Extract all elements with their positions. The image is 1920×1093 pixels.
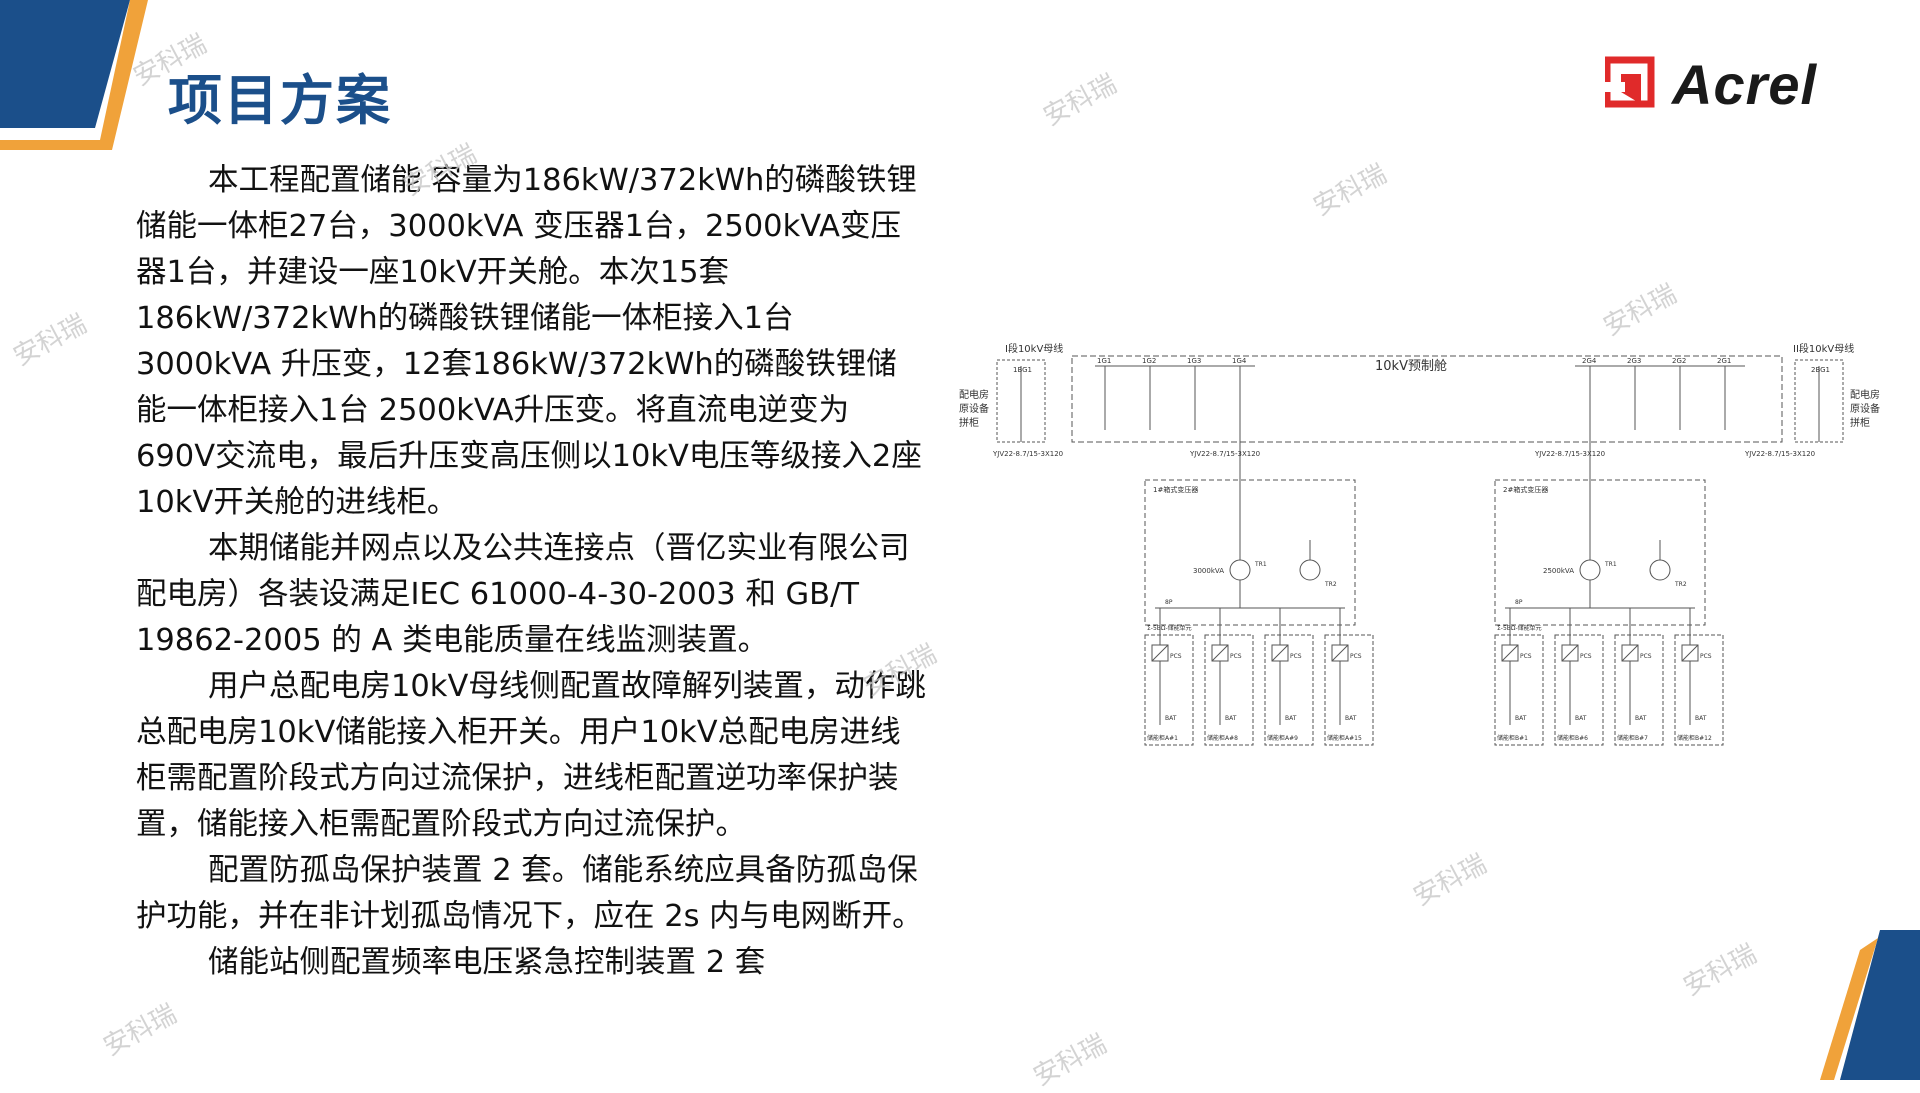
- watermark: 安科瑞: [1028, 1029, 1112, 1093]
- cable-label: YJV22-8.7/15-3X120: [1189, 450, 1260, 458]
- pcs-group-label: 8P: [1515, 599, 1523, 606]
- bat-label: BAT: [1575, 715, 1587, 722]
- transformer-tag: TR1: [1604, 561, 1617, 568]
- pcs-label: PCS: [1170, 653, 1182, 660]
- paragraph-2: 本期储能并网点以及公共连接点（晋亿实业有限公司配电房）各装设满足IEC 6100…: [136, 531, 910, 658]
- watermark: 安科瑞: [1598, 279, 1682, 343]
- cabinet-label: 储能柜B#1: [1497, 734, 1528, 742]
- room-right-line2: 原设备: [1850, 402, 1880, 415]
- cubicle-label: 1G4: [1232, 357, 1247, 365]
- right-panel-id: 2BG1: [1811, 366, 1830, 374]
- cubicle-label: 2G3: [1627, 357, 1641, 365]
- aux-transformer-tag: TR2: [1674, 581, 1687, 588]
- bat-label: BAT: [1285, 715, 1297, 722]
- cubicle-label: 1G2: [1142, 357, 1156, 365]
- cabinet-row-label: Σ-5BΩ-储能单元: [1497, 624, 1542, 632]
- cabinet-label: 储能柜B#7: [1617, 734, 1648, 742]
- acrel-logo: [1605, 56, 1655, 108]
- bus-left-label: I段10kV母线: [1005, 342, 1063, 355]
- logo-wordmark: Acrel: [1672, 53, 1818, 116]
- room-left-line3: 拼柜: [959, 416, 979, 429]
- paragraph-3: 用户总配电房10kV母线侧配置故障解列装置，动作跳总配电房10kV储能接入柜开关…: [136, 669, 926, 842]
- bat-label: BAT: [1695, 715, 1707, 722]
- cabinet-label: 储能柜A#15: [1327, 734, 1362, 742]
- cubicle-label: 2G2: [1672, 357, 1686, 365]
- watermark: 安科瑞: [98, 999, 182, 1063]
- watermark: 安科瑞: [8, 309, 92, 373]
- room-right-line3: 拼柜: [1850, 416, 1870, 429]
- pcs-label: PCS: [1230, 653, 1242, 660]
- watermark: 安科瑞: [1308, 159, 1392, 223]
- cabinet-label: 储能柜A#1: [1147, 734, 1178, 742]
- cable-label: YJV22-8.7/15-3X120: [1534, 450, 1605, 458]
- cable-label: YJV22-8.7/15-3X120: [1744, 450, 1815, 458]
- cubicle-label: 2G1: [1717, 357, 1731, 365]
- cabinet-label: 储能柜A#9: [1267, 734, 1298, 742]
- pcs-label: PCS: [1350, 653, 1362, 660]
- aux-transformer-tag: TR2: [1324, 581, 1337, 588]
- bat-label: BAT: [1515, 715, 1527, 722]
- bat-label: BAT: [1165, 715, 1177, 722]
- bat-label: BAT: [1225, 715, 1237, 722]
- cable-label: YJV22-8.7/15-3X120: [992, 450, 1063, 458]
- switchgear-title: 10kV预制舱: [1375, 359, 1447, 374]
- project-description: 本工程配置储能 容量为186kW/372kWh的磷酸铁锂储能一体柜27台，300…: [136, 158, 926, 986]
- bat-label: BAT: [1345, 715, 1357, 722]
- pcs-label: PCS: [1640, 653, 1652, 660]
- watermark: 安科瑞: [1408, 849, 1492, 913]
- page-title: 项目方案: [168, 69, 392, 132]
- corner-decoration-top-left: [0, 0, 148, 150]
- watermark: 安科瑞: [1038, 69, 1122, 133]
- transformer-box-title: 1#箱式变压器: [1153, 485, 1198, 494]
- cabinet-label: 储能柜B#6: [1557, 734, 1588, 742]
- transformer-box-title: 2#箱式变压器: [1503, 485, 1548, 494]
- cubicle-label: 1G3: [1187, 357, 1201, 365]
- paragraph-1: 本工程配置储能 容量为186kW/372kWh的磷酸铁锂储能一体柜27台，300…: [136, 163, 922, 520]
- transformer-rating: 2500kVA: [1543, 567, 1574, 575]
- transformer-rating: 3000kVA: [1193, 567, 1224, 575]
- cabinet-label: 储能柜B#12: [1677, 734, 1712, 742]
- cubicle-label: 1G1: [1097, 357, 1111, 365]
- left-panel-id: 1BG1: [1013, 366, 1032, 374]
- pcs-label: PCS: [1520, 653, 1532, 660]
- cabinet-row-label: Σ-5BΩ-储能单元: [1147, 624, 1192, 632]
- room-left-line2: 原设备: [959, 402, 989, 415]
- paragraph-5: 储能站侧配置频率电压紧急控制装置 2 套: [208, 945, 766, 980]
- room-left-line1: 配电房: [959, 388, 989, 401]
- bat-label: BAT: [1635, 715, 1647, 722]
- corner-decoration-bottom-right: [1820, 930, 1920, 1080]
- room-right-line1: 配电房: [1850, 388, 1880, 401]
- pcs-label: PCS: [1700, 653, 1712, 660]
- watermark: 安科瑞: [1678, 939, 1762, 1003]
- cubicle-label: 2G4: [1582, 357, 1597, 365]
- bus-right-label: II段10kV母线: [1793, 342, 1854, 355]
- paragraph-4: 配置防孤岛保护装置 2 套。储能系统应具备防孤岛保护功能，并在非计划孤岛情况下，…: [136, 853, 923, 934]
- cabinet-label: 储能柜A#8: [1207, 734, 1238, 742]
- pcs-group-label: 8P: [1165, 599, 1173, 606]
- pcs-label: PCS: [1290, 653, 1302, 660]
- single-line-diagram: I段10kV母线 II段10kV母线 10kV预制舱 1BG1 2BG1 配电房…: [959, 342, 1880, 746]
- pcs-label: PCS: [1580, 653, 1592, 660]
- transformer-tag: TR1: [1254, 561, 1267, 568]
